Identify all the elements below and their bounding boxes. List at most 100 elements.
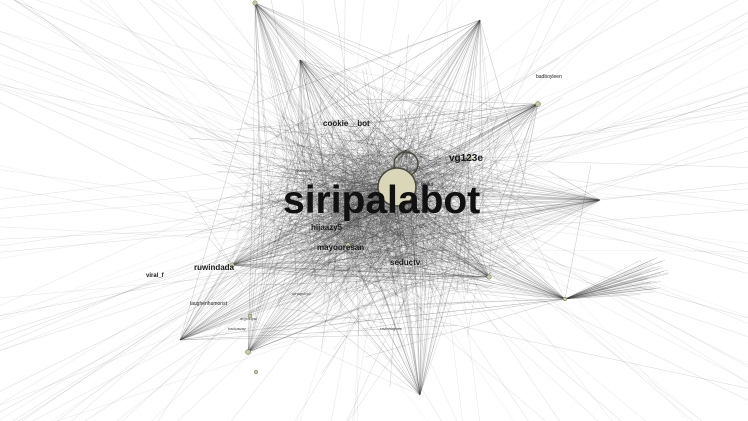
graph-edge — [247, 206, 367, 353]
graph-node[interactable] — [247, 313, 253, 319]
graph-edge — [309, 199, 601, 281]
graph-edge — [257, 180, 398, 188]
graph-edge — [341, 199, 601, 207]
graph-node[interactable] — [345, 242, 351, 248]
graph-edge — [247, 155, 260, 353]
graph-edge — [311, 157, 470, 287]
graph-edge — [360, 188, 368, 193]
graph-edge — [358, 178, 418, 263]
graph-edge — [429, 250, 435, 261]
graph-edge — [179, 172, 288, 341]
graph-edge — [277, 220, 449, 263]
graph-edge — [437, 207, 454, 283]
graph-edge — [364, 127, 445, 203]
graph-node[interactable] — [466, 155, 472, 161]
graph-edge — [21, 0, 297, 225]
graph-edge — [283, 170, 444, 210]
graph-edge — [414, 245, 566, 300]
graph-edge — [333, 193, 465, 224]
graph-edge — [345, 213, 406, 276]
graph-edge — [309, 180, 437, 214]
graph-edge — [194, 186, 398, 214]
graph-edge — [433, 217, 471, 223]
graph-edge — [389, 244, 412, 262]
graph-edge — [348, 214, 566, 300]
graph-edge — [389, 223, 477, 265]
graph-edge — [307, 174, 331, 246]
graph-edge — [261, 157, 470, 210]
graph-edge — [373, 218, 428, 229]
graph-edge — [333, 0, 378, 280]
graph-edge — [291, 116, 398, 188]
graph-edge — [238, 202, 566, 300]
graph-edge — [253, 183, 393, 282]
graph-edge — [231, 108, 378, 266]
graph-edge — [296, 123, 341, 221]
graph-edge — [231, 184, 500, 266]
graph-edge — [433, 138, 436, 172]
graph-edge — [0, 221, 315, 340]
graph-edge — [326, 154, 375, 161]
graph-edge — [71, 133, 399, 421]
graph-edge — [247, 161, 301, 353]
graph-node[interactable] — [486, 274, 492, 280]
node-label-small: backaway — [228, 326, 246, 331]
graph-edge — [334, 135, 371, 177]
graph-edge — [179, 234, 379, 341]
graph-edge — [286, 140, 317, 229]
graph-edge — [290, 190, 601, 201]
graph-edge — [0, 187, 417, 259]
graph-edge — [371, 86, 472, 124]
graph-edge — [405, 57, 560, 151]
graph-edge — [303, 121, 489, 204]
graph-node[interactable] — [253, 369, 259, 375]
graph-edge — [362, 208, 385, 284]
graph-edge — [362, 178, 364, 184]
graph-edge — [343, 181, 421, 396]
graph-edge — [313, 174, 382, 224]
graph-edge — [404, 210, 490, 278]
node-layer — [229, 0, 568, 375]
graph-edge — [315, 182, 331, 199]
graph-edge — [296, 211, 323, 298]
graph-edge — [382, 188, 534, 290]
graph-edge — [392, 250, 436, 260]
hub-node[interactable] — [377, 167, 417, 207]
graph-edge — [347, 244, 422, 275]
graph-node[interactable] — [562, 296, 568, 302]
graph-node[interactable] — [535, 101, 541, 107]
graph-edge — [295, 161, 315, 251]
graph-edge — [179, 252, 221, 341]
graph-edge — [304, 213, 330, 253]
graph-node[interactable] — [245, 349, 251, 355]
graph-edge — [0, 243, 264, 321]
graph-edge — [393, 208, 449, 311]
graph-edge — [450, 260, 507, 278]
graph-edge — [429, 168, 508, 242]
graph-edge — [272, 186, 398, 202]
graph-edge — [353, 199, 442, 283]
graph-edge — [421, 211, 426, 302]
graph-edge — [179, 156, 365, 341]
graph-edge — [343, 246, 367, 269]
graph-edge — [278, 216, 351, 217]
node-label-mayooresan: mayooresan — [317, 243, 364, 252]
graph-edge — [419, 174, 422, 396]
node-label-vg123e: vg123e — [449, 153, 483, 164]
graph-edge — [382, 196, 446, 218]
graph-edge — [349, 140, 459, 163]
graph-edge — [161, 0, 399, 185]
graph-edge — [383, 199, 601, 239]
graph-edge — [277, 129, 291, 157]
graph-edge — [338, 119, 391, 163]
graph-edge — [254, 2, 386, 304]
graph-edge — [468, 205, 566, 300]
graph-node[interactable] — [252, 0, 258, 6]
graph-edge — [387, 203, 445, 284]
graph-edge — [564, 269, 643, 300]
graph-edge — [179, 299, 476, 341]
graph-edge — [402, 196, 415, 274]
graph-node[interactable] — [229, 262, 235, 268]
graph-edge — [405, 133, 441, 151]
